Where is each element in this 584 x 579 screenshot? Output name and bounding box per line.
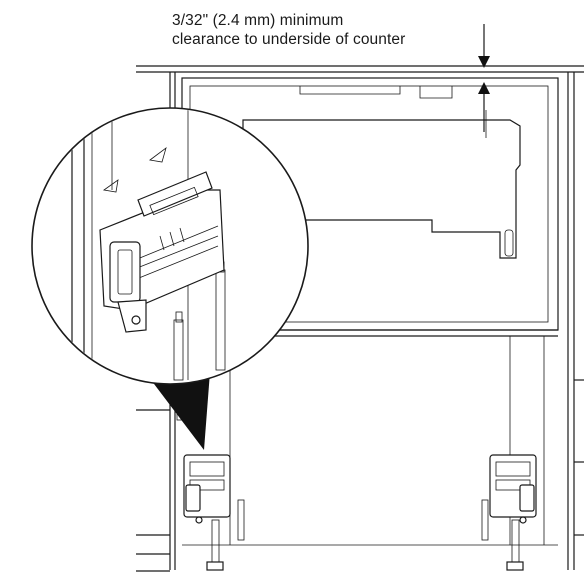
magnifier-pointer [145,372,210,450]
arrow-pair-icon [478,24,490,132]
clearance-annotation-line-2: clearance to underside of counter [172,31,406,48]
left-mounting-bracket [183,454,231,524]
countertop [136,65,584,73]
right-mounting-bracket [489,454,537,524]
magnified-detail-circle [31,107,309,385]
clearance-annotation: 3/32" (2.4 mm) minimum clearance to unde… [172,11,405,49]
clearance-annotation-line-1: 3/32" (2.4 mm) minimum [172,12,344,29]
